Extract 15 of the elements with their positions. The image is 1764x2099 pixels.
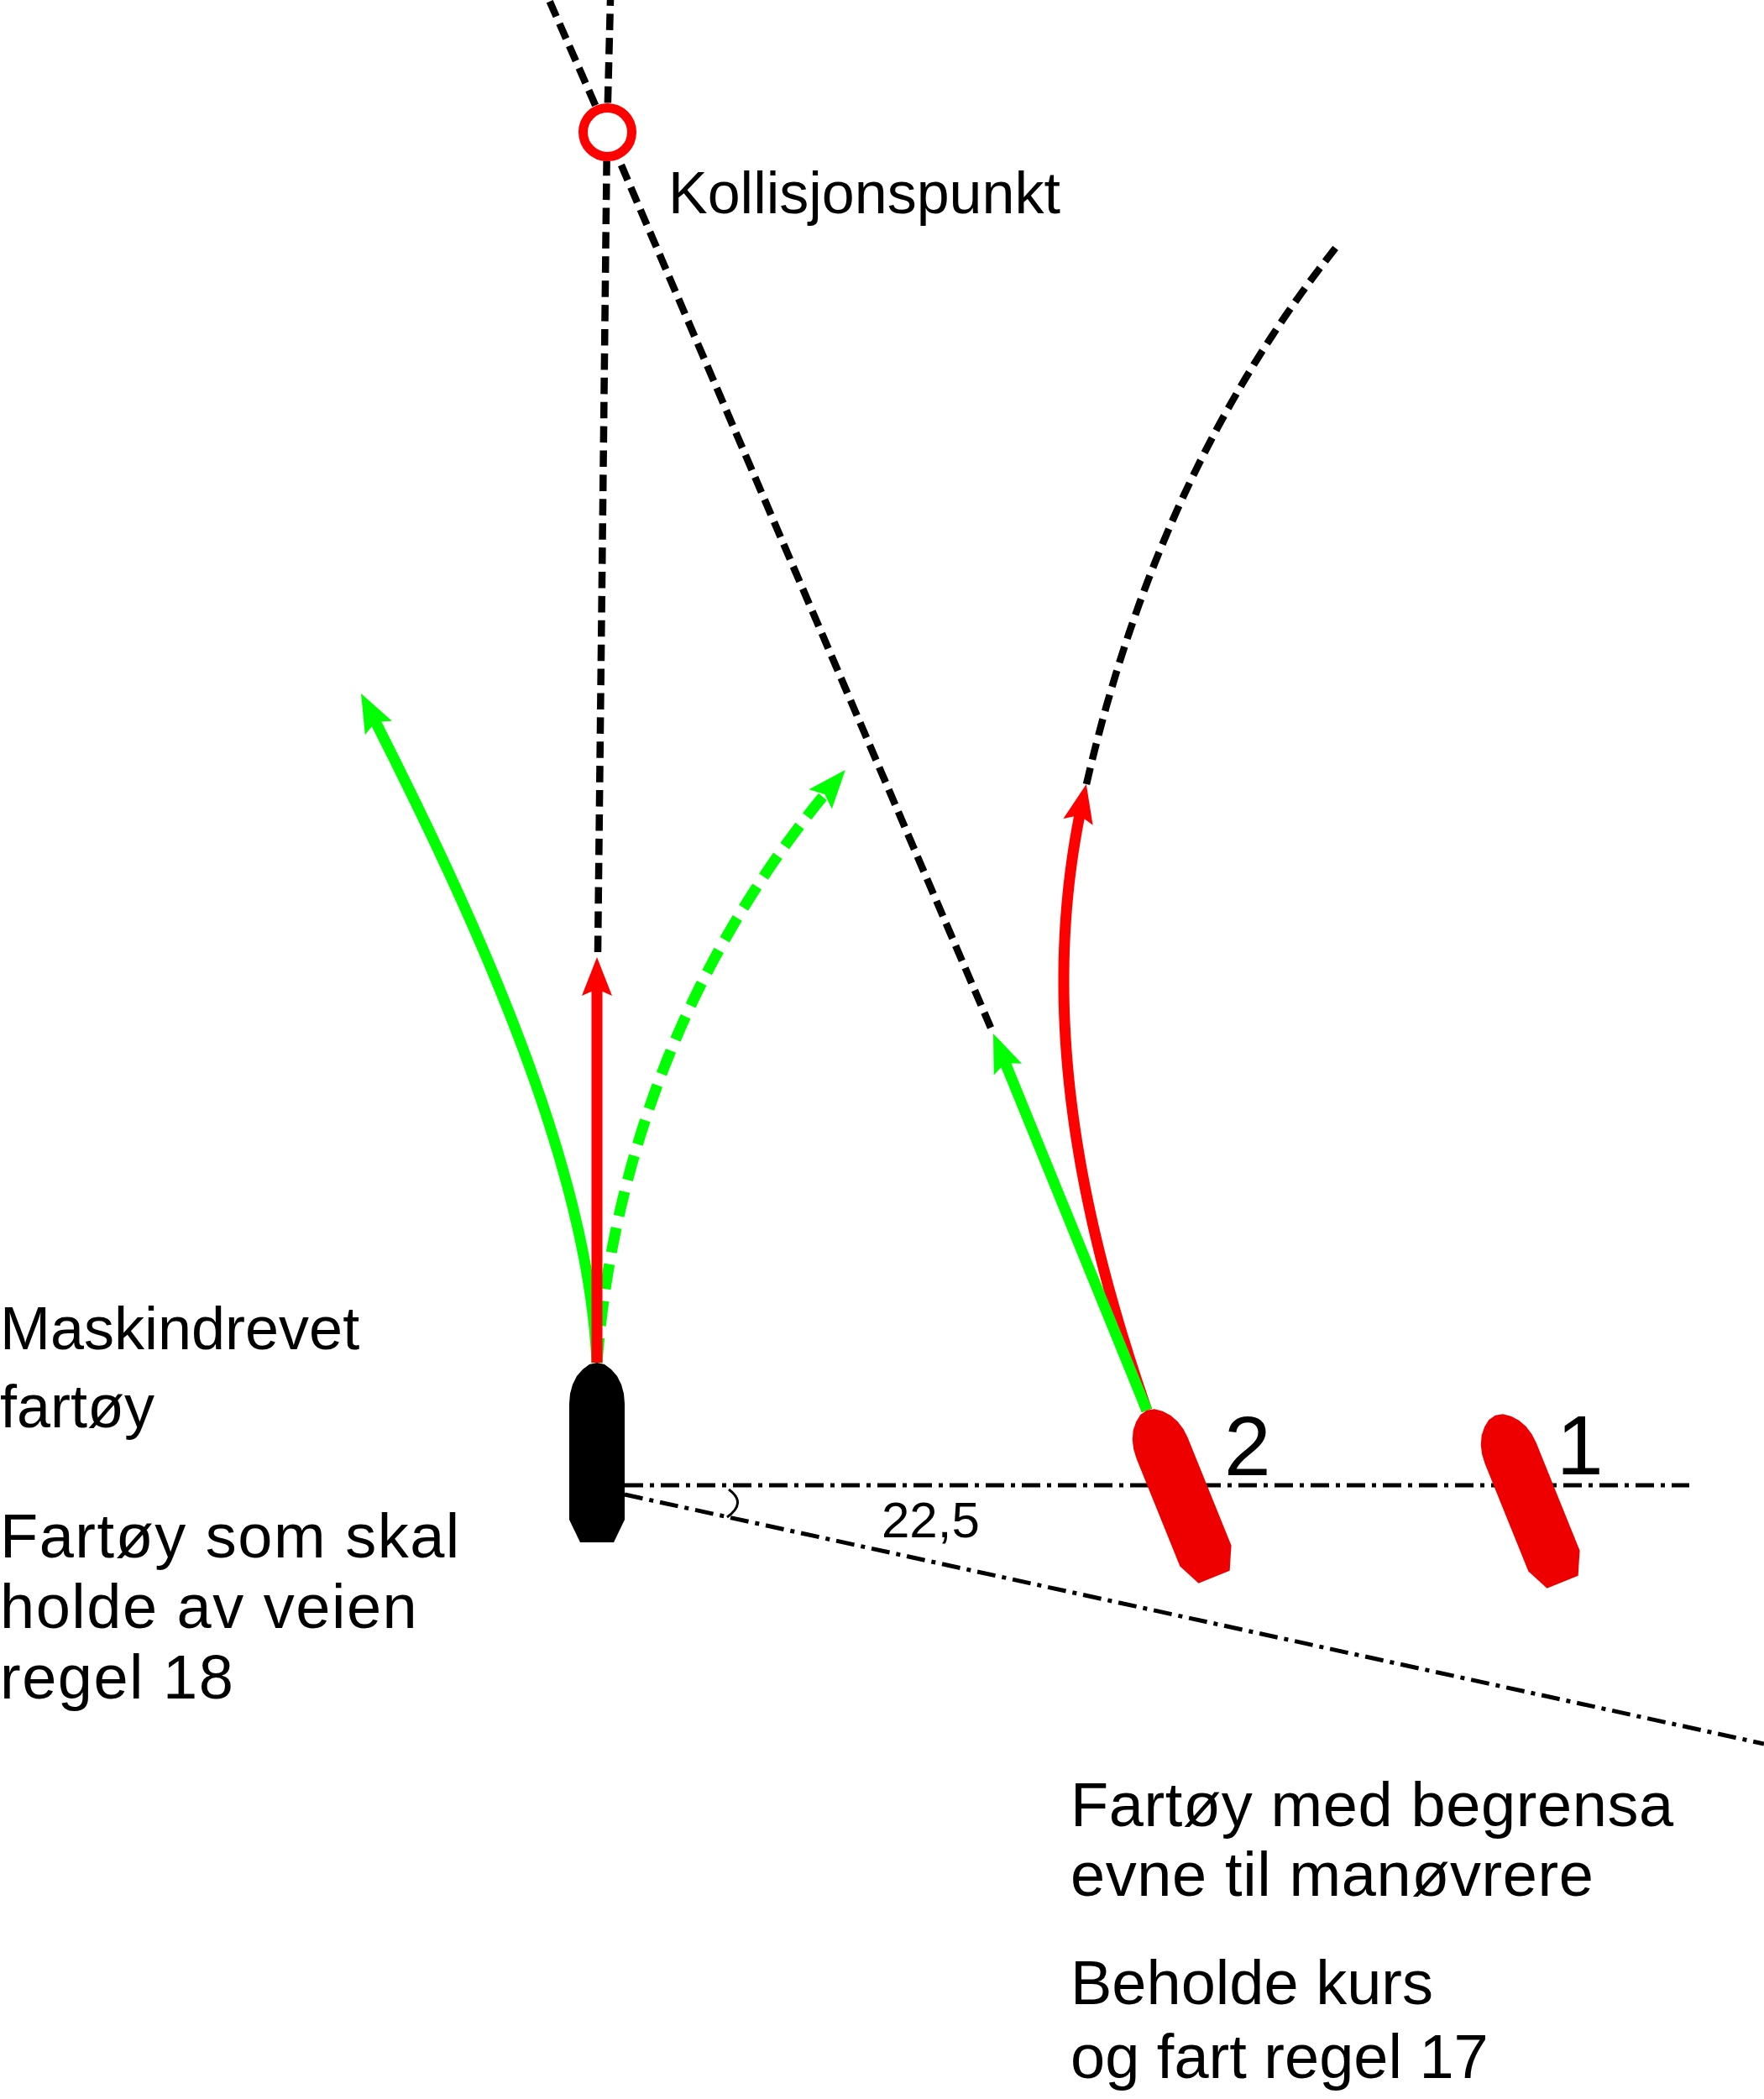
- vessel-description: Fartøy med begrensa evne til manøvrere: [1070, 1770, 1675, 1909]
- rule-note: Fartøy som skal holde av veien regel 18: [0, 1501, 462, 1713]
- arrow: [582, 957, 612, 1363]
- vessel-description: Maskindrevet fartøy: [0, 1294, 361, 1442]
- arrow: [993, 1034, 1152, 1413]
- rule-note: Beholde kurs og fart regel 17: [1070, 1947, 1489, 2093]
- vessel-number: 2: [1224, 1404, 1271, 1488]
- dashed-course-line: [546, 0, 599, 107]
- collision-point-ring: [578, 102, 636, 161]
- angle-label: 22,5: [882, 1495, 980, 1546]
- ship-symbol: [569, 1363, 625, 1542]
- arrow: [1058, 783, 1153, 1412]
- dashed-course-line: [604, 0, 615, 103]
- dashed-course-line: [594, 160, 610, 953]
- vessel-number: 1: [1557, 1403, 1604, 1487]
